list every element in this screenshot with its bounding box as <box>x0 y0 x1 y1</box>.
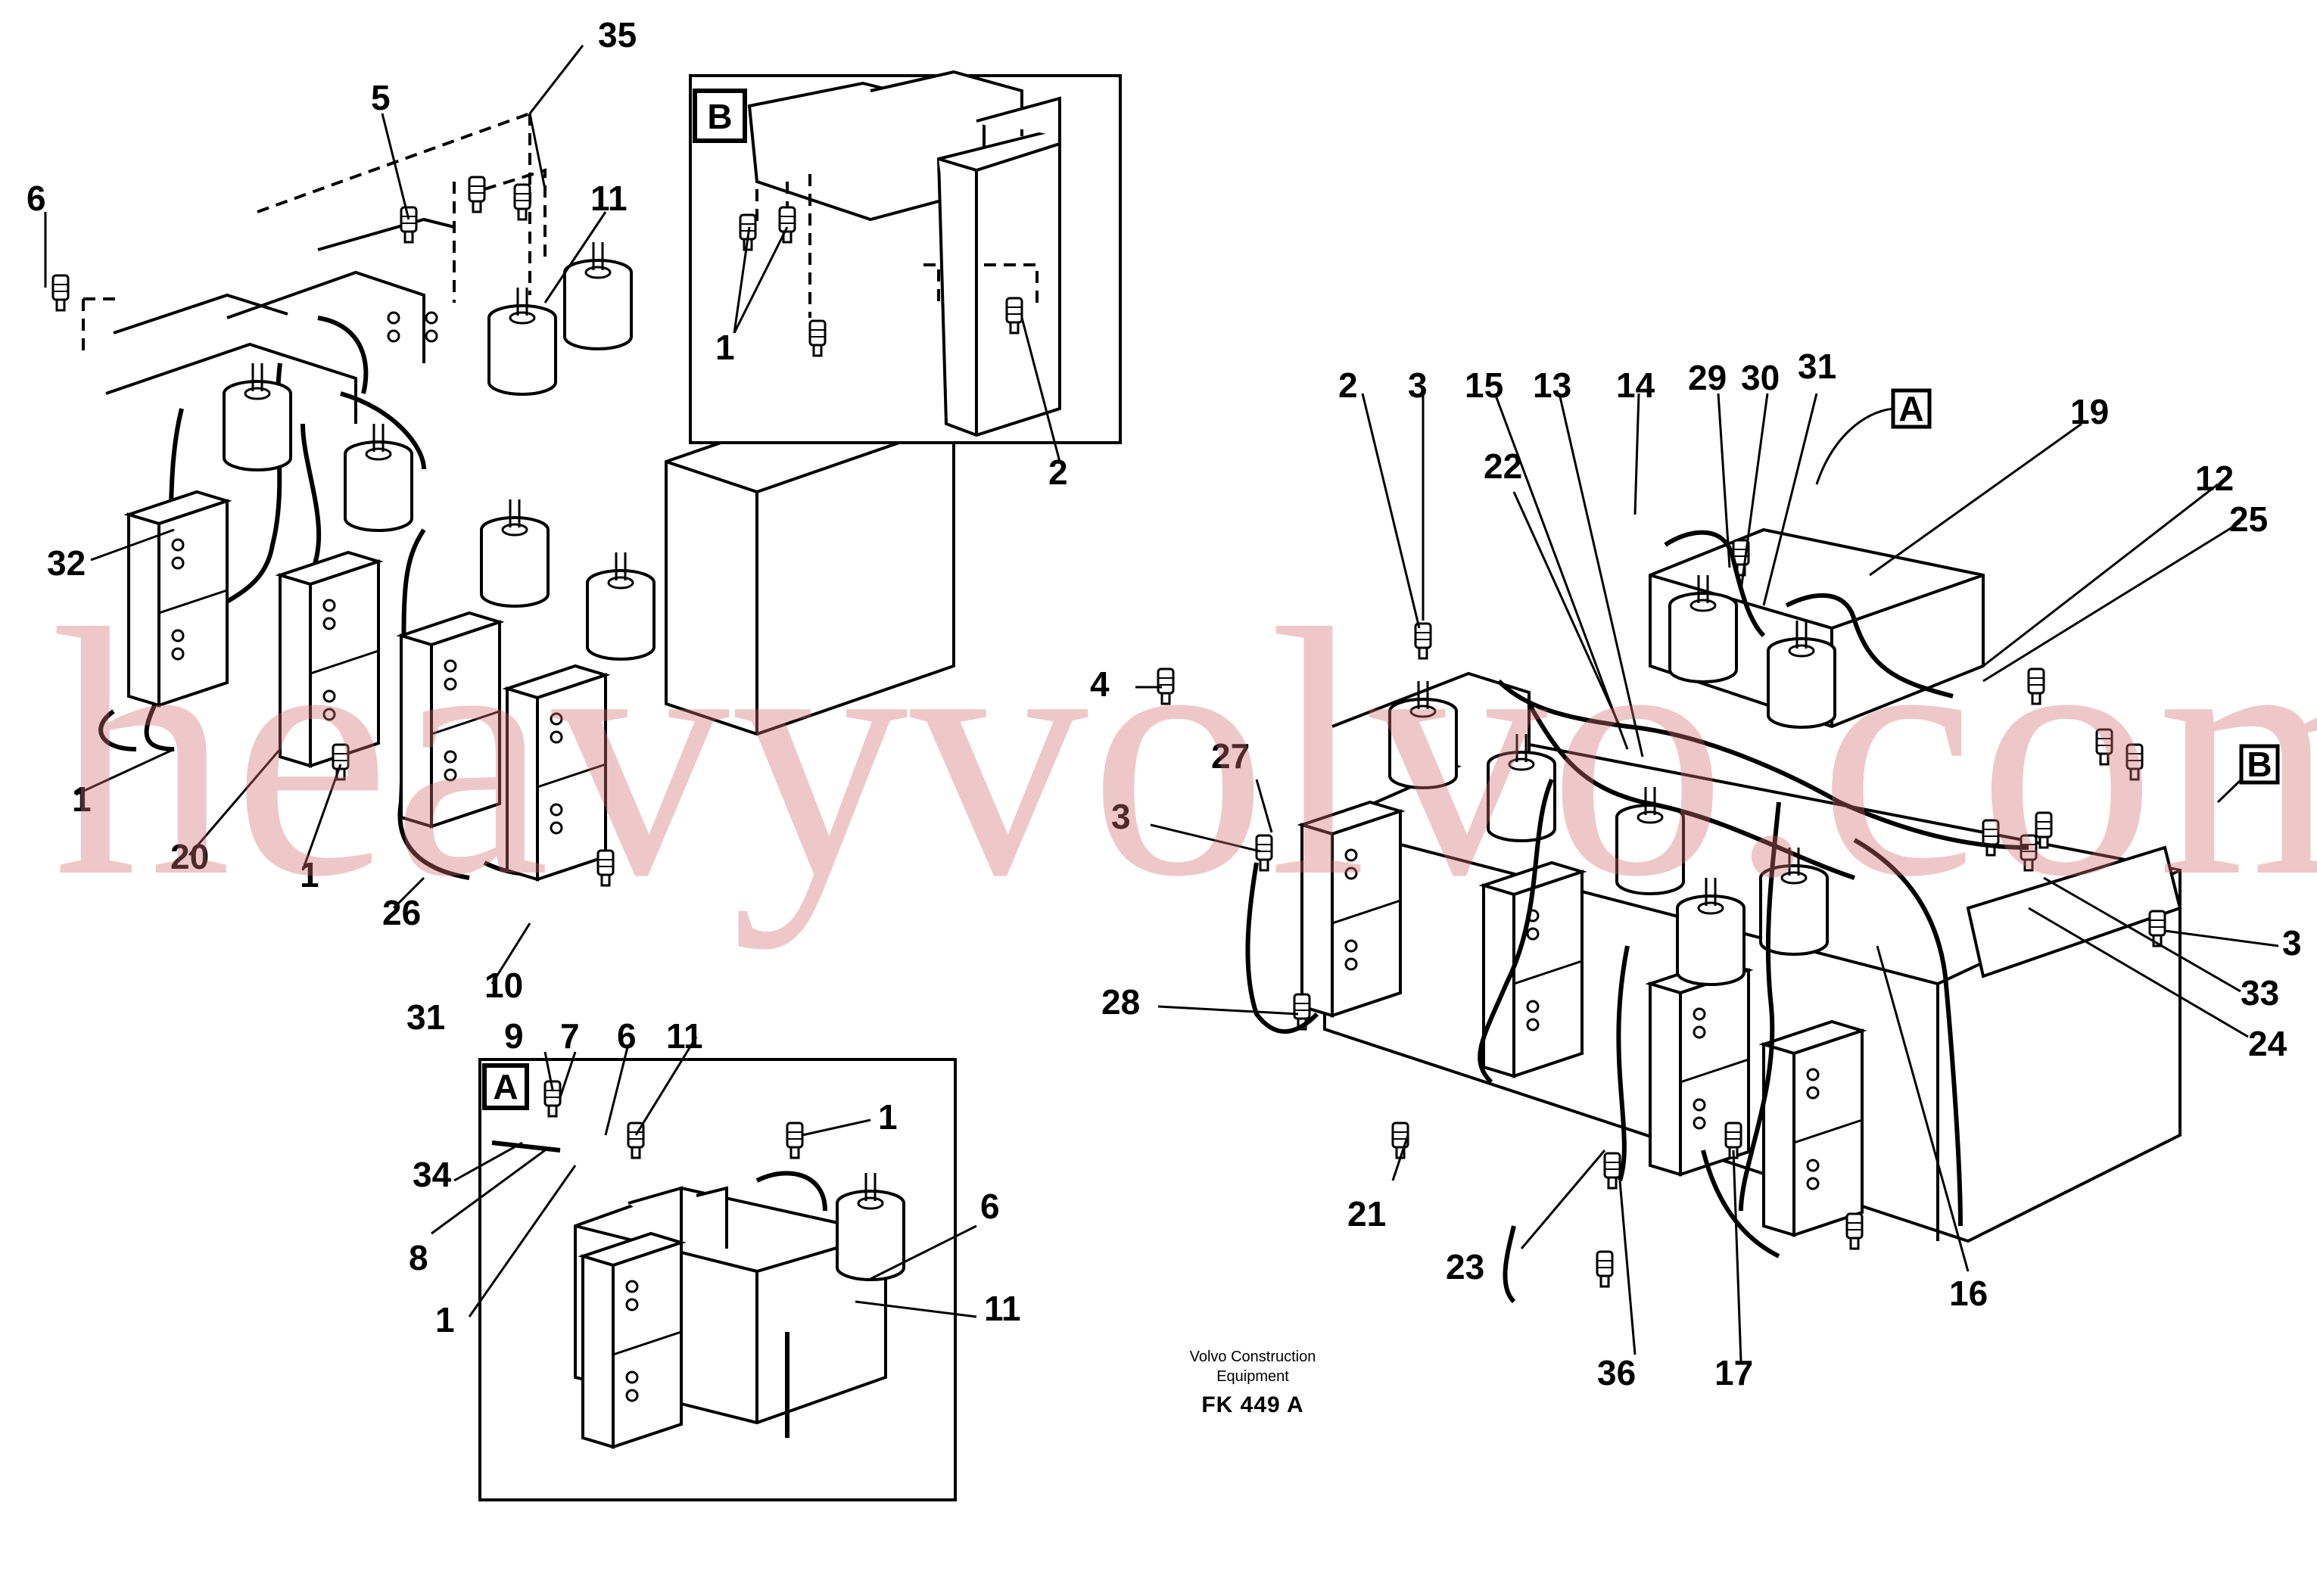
figure-code: FK 449 A <box>1201 1392 1304 1417</box>
callout-25: 25 <box>2229 499 2268 539</box>
callout-2: 2 <box>1048 453 1068 492</box>
callout-16: 16 <box>1949 1274 1988 1313</box>
callout-30: 30 <box>1741 358 1780 397</box>
inset-b: B <box>689 70 1122 444</box>
section-marker-b: B <box>2216 744 2280 804</box>
watermark: heavyvolvo.com <box>53 555 2317 950</box>
callout-1: 1 <box>878 1097 898 1137</box>
svg-text:B: B <box>2247 745 2272 784</box>
callout-27: 27 <box>1211 736 1250 776</box>
caption-company: Volvo Construction <box>1189 1349 1316 1365</box>
callout-11: 11 <box>666 1016 703 1056</box>
callout-33: 33 <box>2241 973 2279 1013</box>
callout-3: 3 <box>1408 366 1428 405</box>
callout-24: 24 <box>2248 1024 2287 1063</box>
right-piping <box>1245 530 2029 1304</box>
callout-6: 6 <box>980 1187 1000 1226</box>
callout-26: 26 <box>382 893 421 932</box>
callout-28: 28 <box>1101 982 1140 1022</box>
callout-1: 1 <box>715 328 735 367</box>
callout-32: 32 <box>47 543 86 583</box>
callout-15: 15 <box>1465 366 1503 405</box>
callout-3: 3 <box>1111 797 1131 836</box>
callout-19: 19 <box>2070 392 2109 431</box>
callout-12: 12 <box>2195 459 2234 498</box>
callout-36: 36 <box>1597 1353 1636 1392</box>
callout-1: 1 <box>435 1300 455 1339</box>
callout-9: 9 <box>504 1016 524 1056</box>
left-assembly <box>82 112 955 880</box>
callout-22: 22 <box>1484 446 1522 486</box>
callout-8: 8 <box>409 1238 428 1277</box>
caption-company-line2: Equipment <box>1216 1368 1289 1385</box>
callout-1: 1 <box>72 779 92 819</box>
callout-21: 21 <box>1347 1194 1386 1234</box>
callout-14: 14 <box>1616 366 1655 405</box>
callout-35: 35 <box>598 15 637 54</box>
figure-caption: Volvo Construction Equipment FK 449 A <box>1181 1347 1325 1418</box>
callout-7: 7 <box>560 1016 580 1056</box>
inset-a: A <box>478 1058 957 1501</box>
callout-34: 34 <box>413 1155 452 1194</box>
leader-lines <box>44 45 2279 1363</box>
callout-11: 11 <box>984 1289 1021 1328</box>
callout-31: 31 <box>1798 347 1836 386</box>
callout-6: 6 <box>617 1016 637 1056</box>
callout-17: 17 <box>1714 1353 1753 1392</box>
inset-b-label: B <box>707 97 732 136</box>
callout-4: 4 <box>1090 664 1110 704</box>
inset-a-label: A <box>493 1067 518 1106</box>
callout-29: 29 <box>1688 358 1727 397</box>
callout-5: 5 <box>371 78 391 117</box>
section-marker-a: A <box>1815 388 1932 485</box>
callout-3: 3 <box>2282 923 2302 963</box>
callout-2: 2 <box>1338 366 1358 405</box>
callout-numbers: 35 5 6 11 32 1 20 1 26 10 31 1 2 9 7 6 1… <box>26 15 2302 1392</box>
callout-6: 6 <box>26 179 46 218</box>
callout-10: 10 <box>484 966 523 1005</box>
callout-1: 1 <box>300 855 319 894</box>
svg-text:A: A <box>1898 389 1923 428</box>
callout-11: 11 <box>590 179 628 218</box>
callout-23: 23 <box>1446 1247 1484 1286</box>
callout-20: 20 <box>170 837 209 876</box>
callout-13: 13 <box>1533 366 1571 405</box>
callout-31: 31 <box>406 997 445 1037</box>
